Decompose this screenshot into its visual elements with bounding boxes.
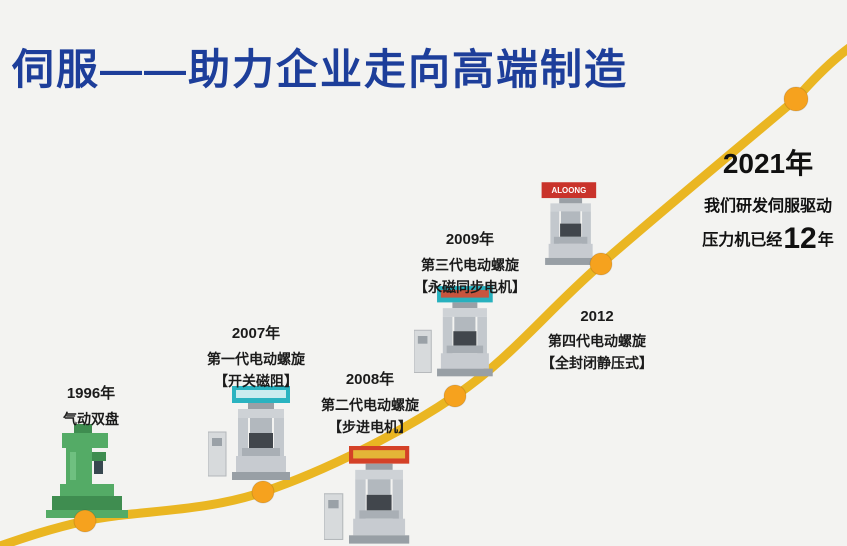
milestone-1996: 1996年 气动双盘 bbox=[36, 382, 146, 430]
press-neck bbox=[248, 403, 274, 409]
milestone-year: 2007年 bbox=[231, 325, 281, 342]
endpoint-line1: 我们研发伺服驱动 bbox=[703, 198, 832, 215]
press-bed bbox=[60, 484, 114, 496]
endpoint-year: 2021年 bbox=[722, 148, 814, 179]
endpoint-years-count: 12 bbox=[783, 222, 817, 255]
milestone-2012: 2012 第四代电动螺旋 【全封闭静压式】 bbox=[519, 308, 675, 374]
cabinet-panel bbox=[328, 500, 339, 509]
press-base bbox=[52, 496, 122, 510]
press-brand-label: ALOONG bbox=[552, 186, 587, 195]
milestone-year: 1996年 bbox=[66, 385, 116, 402]
timeline-marker-2008 bbox=[443, 384, 467, 408]
machine-1996-pneumatic-press bbox=[46, 424, 130, 524]
press-slide bbox=[454, 316, 476, 332]
press-slide bbox=[560, 211, 581, 224]
milestone-2009: 2009年 第三代电动螺旋 【永磁同步电机】 bbox=[392, 228, 548, 298]
press-foot bbox=[349, 535, 410, 544]
press-table bbox=[446, 345, 484, 354]
press-opening bbox=[560, 223, 582, 237]
press-beam bbox=[442, 308, 487, 317]
machine-2007-electric-screw-press bbox=[208, 386, 308, 490]
press-head bbox=[62, 433, 108, 448]
press-base bbox=[353, 518, 406, 536]
page-title: 伺服——助力企业走向高端制造 bbox=[12, 46, 629, 93]
endpoint-line2-prefix: 压力机已经 bbox=[702, 232, 783, 249]
milestone-subdesc: 【永磁同步电机】 bbox=[414, 279, 526, 295]
press-arm bbox=[92, 452, 106, 461]
milestone-desc: 第三代电动螺旋 bbox=[421, 257, 519, 273]
press-slide bbox=[250, 418, 272, 433]
cabinet-panel bbox=[212, 438, 222, 446]
machine-2008-electric-screw-press bbox=[324, 446, 428, 546]
milestone-year: 2008年 bbox=[345, 371, 395, 388]
press-foot bbox=[46, 510, 128, 518]
milestone-2021: 2021年 我们研发伺服驱动 压力机已经12年 bbox=[686, 142, 847, 254]
press-neck bbox=[452, 302, 478, 309]
press-slide bbox=[367, 479, 391, 495]
press-base bbox=[440, 353, 489, 369]
press-beam bbox=[238, 409, 284, 418]
press-foot bbox=[545, 257, 597, 265]
milestone-2008: 2008年 第二代电动螺旋 【步进电机】 bbox=[295, 368, 445, 438]
milestone-desc: 气动双盘 bbox=[63, 411, 119, 427]
press-brand-band bbox=[353, 450, 406, 459]
press-table bbox=[242, 448, 280, 456]
press-neck bbox=[559, 198, 583, 204]
press-beam bbox=[355, 469, 403, 480]
milestone-desc: 第二代电动螺旋 bbox=[321, 397, 419, 413]
timeline-marker-2021 bbox=[783, 86, 809, 112]
press-base bbox=[236, 456, 286, 472]
milestone-year: 2012 bbox=[580, 308, 614, 325]
press-opening bbox=[249, 433, 273, 448]
press-opening bbox=[366, 494, 392, 511]
endpoint-line2-suffix: 年 bbox=[817, 232, 834, 249]
press-neck bbox=[365, 463, 393, 470]
press-beam bbox=[550, 203, 591, 212]
milestone-subdesc: 【全封闭静压式】 bbox=[541, 355, 653, 371]
milestone-desc: 第一代电动螺旋 bbox=[207, 351, 305, 367]
press-column-highlight bbox=[70, 452, 76, 480]
cabinet-panel bbox=[417, 336, 428, 344]
press-opening bbox=[453, 331, 477, 346]
press-column bbox=[66, 448, 92, 484]
milestone-subdesc: 【步进电机】 bbox=[328, 419, 412, 435]
milestone-year: 2009年 bbox=[445, 231, 495, 248]
press-foot bbox=[232, 472, 290, 480]
press-table bbox=[553, 236, 588, 244]
press-base bbox=[548, 243, 593, 258]
press-ram bbox=[94, 461, 103, 474]
press-table bbox=[359, 510, 399, 519]
endpoint-line2: 压力机已经12年 bbox=[686, 224, 847, 254]
milestone-desc: 第四代电动螺旋 bbox=[548, 333, 646, 349]
press-foot bbox=[437, 368, 493, 377]
